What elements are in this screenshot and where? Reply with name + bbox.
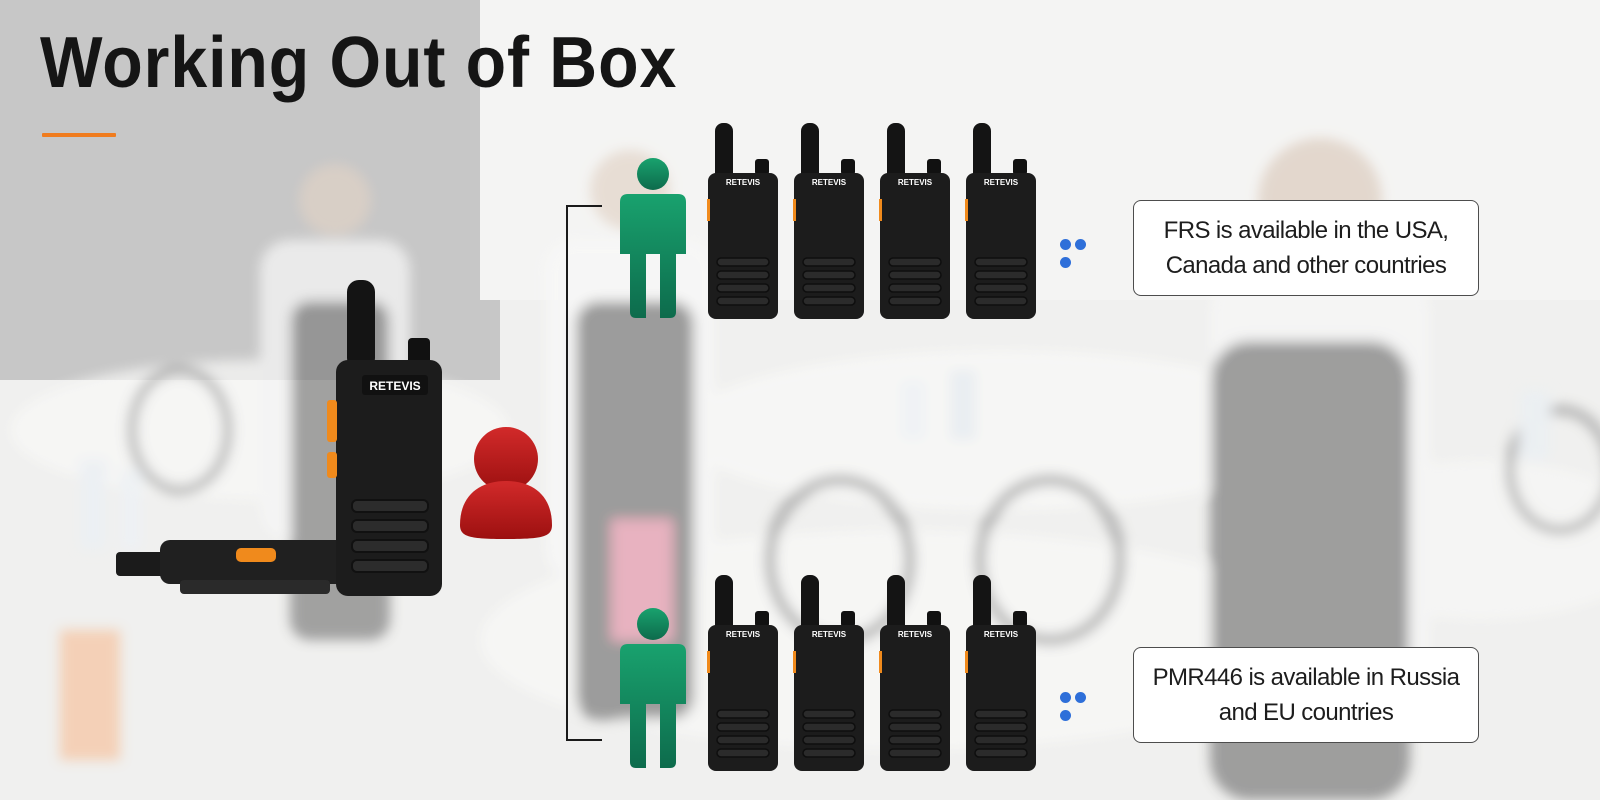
page-title: Working Out of Box bbox=[40, 23, 678, 103]
radio-group-frs: RETEVIS RETEVIS RETEVIS RETEVIS bbox=[707, 123, 1037, 321]
svg-text:RETEVIS: RETEVIS bbox=[812, 630, 847, 639]
walkie-talkie-icon: RETEVIS bbox=[879, 123, 955, 321]
radio-standing-icon: RETEVIS bbox=[327, 280, 442, 596]
radio-group-pmr446: RETEVIS RETEVIS RETEVIS RETEVIS bbox=[707, 575, 1037, 773]
svg-text:RETEVIS: RETEVIS bbox=[812, 178, 847, 187]
walkie-talkie-icon: RETEVIS bbox=[965, 575, 1041, 773]
svg-text:RETEVIS: RETEVIS bbox=[726, 630, 761, 639]
walkie-talkie-icon: RETEVIS bbox=[879, 575, 955, 773]
svg-text:RETEVIS: RETEVIS bbox=[984, 178, 1019, 187]
group-connector-bracket bbox=[566, 205, 602, 741]
person-green-icon bbox=[620, 158, 686, 318]
radio-lying-icon bbox=[116, 540, 360, 594]
svg-text:RETEVIS: RETEVIS bbox=[898, 630, 933, 639]
svg-text:RETEVIS: RETEVIS bbox=[726, 178, 761, 187]
walkie-talkie-icon: RETEVIS bbox=[707, 123, 783, 321]
person-green-icon bbox=[620, 608, 686, 768]
frs-availability-note: FRS is available in the USA, Canada and … bbox=[1133, 200, 1479, 296]
pmr446-availability-note: PMR446 is available in Russia and EU cou… bbox=[1133, 647, 1479, 743]
walkie-talkie-icon: RETEVIS bbox=[707, 575, 783, 773]
walkie-talkie-icon: RETEVIS bbox=[793, 575, 869, 773]
ellipsis-dots-icon bbox=[1060, 237, 1104, 268]
svg-text:RETEVIS: RETEVIS bbox=[369, 379, 420, 393]
walkie-talkie-icon: RETEVIS bbox=[793, 123, 869, 321]
title-underline bbox=[42, 133, 116, 137]
ellipsis-dots-icon bbox=[1060, 690, 1104, 721]
walkie-talkie-icon: RETEVIS bbox=[965, 123, 1041, 321]
svg-text:RETEVIS: RETEVIS bbox=[984, 630, 1019, 639]
hero-radio-product: RETEVIS bbox=[110, 280, 460, 620]
person-red-icon bbox=[456, 425, 556, 545]
svg-text:RETEVIS: RETEVIS bbox=[898, 178, 933, 187]
